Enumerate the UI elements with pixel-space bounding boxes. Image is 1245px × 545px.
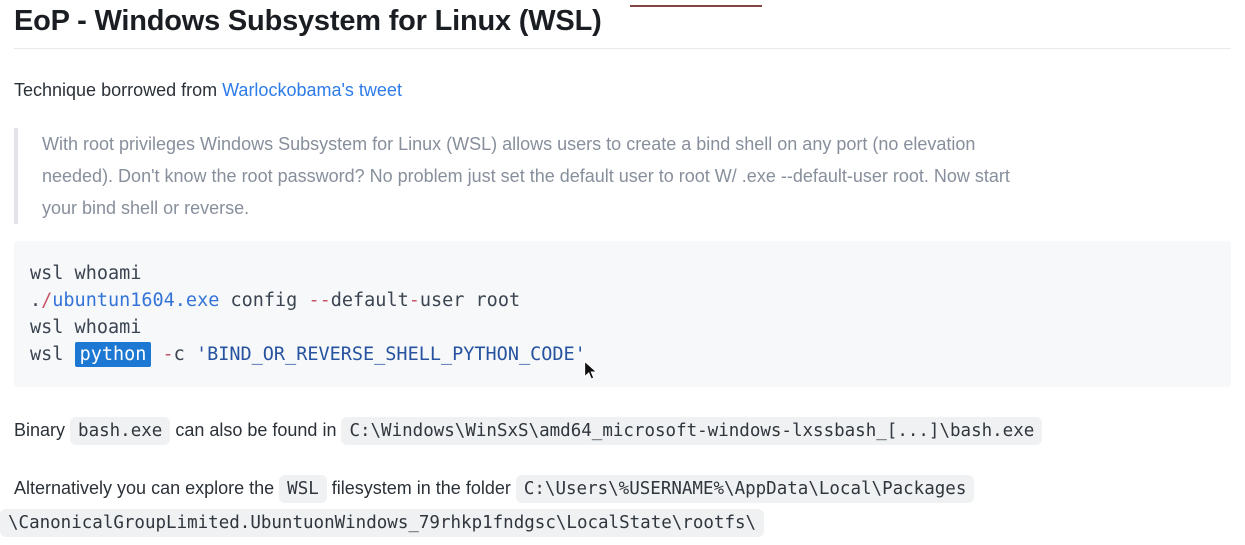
paragraph-text: Alternatively you can explore the [14, 478, 280, 498]
code-text: config [219, 290, 309, 311]
intro-paragraph: Technique borrowed from Warlockobama's t… [14, 80, 1231, 100]
top-edge-artifact [630, 5, 762, 7]
code-line: ./ubuntun1604.exe config --default-user … [30, 287, 1215, 314]
search-highlighted-token: python [74, 342, 152, 367]
code-token-string: 'BIND_OR_REVERSE_SHELL_PYTHON_CODE' [195, 344, 586, 365]
quote-line: needed). Don't know the root password? N… [42, 166, 1010, 186]
code-text: wsl whoami [30, 263, 142, 284]
inline-code-winsxs-path: C:\Windows\WinSxS\amd64_microsoft-window… [341, 417, 1043, 445]
code-line: wsl whoami [30, 260, 1215, 287]
code-line: wsl whoami [30, 314, 1215, 341]
code-token-exe: ubuntun1604.exe [52, 290, 220, 311]
inline-code-wsl: WSL [279, 475, 327, 503]
code-text: c [173, 344, 196, 365]
inline-code-rootfs-path: \CanonicalGroupLimited.UbuntuonWindows_7… [0, 509, 765, 537]
code-text: . [30, 290, 42, 311]
mouse-cursor-icon [583, 360, 599, 381]
code-block: wsl whoami ./ubuntun1604.exe config --de… [14, 241, 1231, 387]
paragraph-text: Binary [14, 420, 71, 440]
inline-code-packages-path: C:\Users\%USERNAME%\AppData\Local\Packag… [515, 475, 975, 503]
code-text: user root [419, 290, 521, 311]
code-token-red: - [162, 344, 174, 365]
quote-block: With root privileges Windows Subsystem f… [14, 128, 1231, 224]
explore-paragraph: Alternatively you can explore the WSL fi… [0, 472, 1231, 540]
code-text: wsl [30, 344, 75, 365]
paragraph-text: filesystem in the folder [326, 478, 516, 498]
quote-line: your bind shell or reverse. [42, 198, 250, 218]
warlockobama-tweet-link[interactable]: Warlockobama's tweet [222, 80, 402, 100]
article: EoP - Windows Subsystem for Linux (WSL) … [0, 5, 1245, 540]
page-title: EoP - Windows Subsystem for Linux (WSL) [14, 5, 1231, 49]
code-token-red: - [408, 290, 420, 311]
code-text [151, 344, 162, 365]
intro-text: Technique borrowed from [14, 80, 223, 100]
paragraph-text: can also be found in [170, 420, 342, 440]
inline-code-bash-exe: bash.exe [70, 417, 171, 445]
code-text: wsl whoami [30, 317, 142, 338]
code-line: wsl python -c 'BIND_OR_REVERSE_SHELL_PYT… [30, 341, 1215, 368]
code-token-red: -- [308, 290, 331, 311]
code-token-red: / [41, 290, 53, 311]
quote-line: With root privileges Windows Subsystem f… [42, 134, 976, 154]
code-text: default [330, 290, 409, 311]
binary-paragraph: Binary bash.exe can also be found in C:\… [14, 414, 1231, 448]
